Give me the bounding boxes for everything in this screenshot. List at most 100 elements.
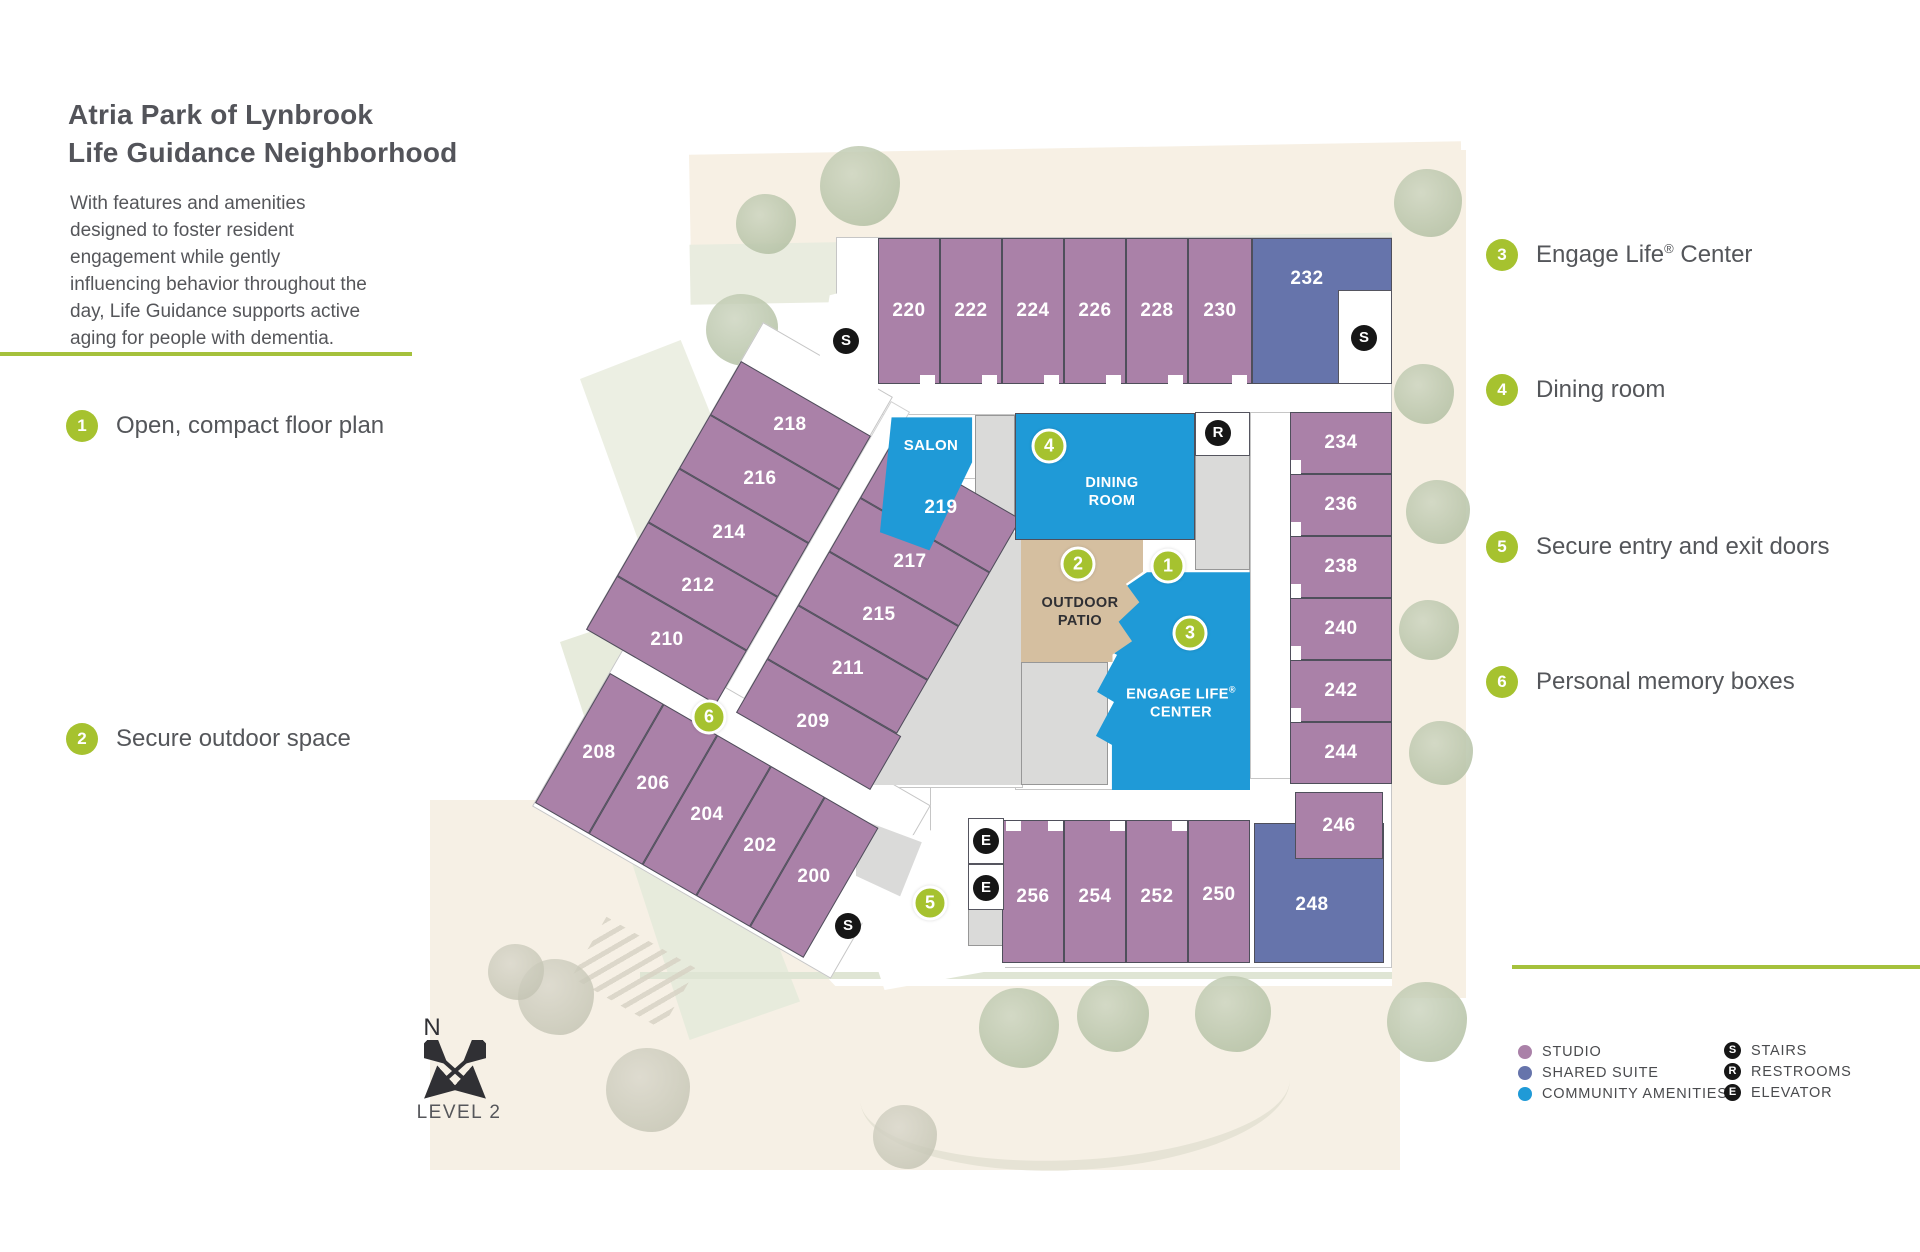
feature-item-1: 1 Open, compact floor plan <box>66 410 384 442</box>
room-shape <box>1064 820 1126 963</box>
door-notch <box>1232 375 1247 385</box>
tree <box>488 944 544 1000</box>
room-label: 244 <box>1324 742 1358 763</box>
tree <box>606 1048 690 1132</box>
room-label: 208 <box>582 742 616 763</box>
feature-item-2: 2 Secure outdoor space <box>66 723 351 755</box>
plan-marker-5: 5 <box>912 885 948 921</box>
room-label: 256 <box>1016 886 1050 907</box>
stairs-icon: S <box>1351 325 1377 351</box>
room-label: 219 <box>924 497 958 518</box>
legend-label: SHARED SUITE <box>1542 1064 1659 1081</box>
legend-label: STUDIO <box>1542 1043 1602 1060</box>
room-label: 238 <box>1324 556 1358 577</box>
door-notch <box>982 375 997 385</box>
room-label: 250 <box>1202 884 1236 905</box>
outdoor-patio-label: OUTDOOR PATIO <box>1042 594 1119 630</box>
door-notch <box>920 375 935 385</box>
door-notch <box>1044 375 1059 385</box>
legend-row-elevator: E ELEVATOR <box>1724 1084 1852 1101</box>
room-shape <box>1290 598 1392 660</box>
room-shape <box>1290 412 1392 474</box>
shared-suite-color-dot <box>1518 1065 1532 1080</box>
elevator-icon: E <box>973 875 999 901</box>
room-label: 248 <box>1295 894 1329 915</box>
title-line1: Atria Park of Lynbrook <box>68 99 374 130</box>
feature-item-6: 6 Personal memory boxes <box>1486 666 1795 698</box>
door-notch <box>1006 821 1021 831</box>
plan-marker-2: 2 <box>1060 546 1096 582</box>
room-shape <box>940 238 1002 384</box>
room-label: 234 <box>1324 432 1358 453</box>
room-shape <box>1295 792 1383 859</box>
plan-marker-3: 3 <box>1172 615 1208 651</box>
room-label: 210 <box>650 629 684 650</box>
garden-path <box>640 972 1392 979</box>
intro-paragraph: With features and amenities designed to … <box>70 193 367 349</box>
room-label: 206 <box>636 773 670 794</box>
door-notch <box>1291 584 1301 598</box>
room-label: 209 <box>796 711 830 732</box>
room-label: 211 <box>831 658 865 679</box>
feature-label-1: Open, compact floor plan <box>116 412 385 439</box>
tree <box>1387 982 1467 1062</box>
tree <box>1394 169 1462 237</box>
feature-marker-6: 6 <box>1486 666 1518 698</box>
door-notch <box>1291 708 1301 722</box>
plan-marker-6: 6 <box>691 699 727 735</box>
utility-shape <box>968 908 1004 946</box>
room-label: 240 <box>1324 618 1358 639</box>
door-notch <box>1291 460 1301 474</box>
room-label: 254 <box>1078 886 1112 907</box>
compass-icon <box>424 1040 486 1099</box>
elevator-icon: E <box>973 828 999 854</box>
feature-item-4: 4 Dining room <box>1486 374 1665 406</box>
room-label: 252 <box>1140 886 1174 907</box>
feature-label-3: Engage Life® Center <box>1536 241 1753 268</box>
patio-line1: OUTDOOR <box>1041 595 1119 611</box>
stairs-icon: S <box>835 913 861 939</box>
room-label: 242 <box>1324 680 1358 701</box>
restrooms-icon: R <box>1724 1063 1741 1080</box>
restrooms-icon: R <box>1205 420 1231 446</box>
room-shape <box>1290 536 1392 598</box>
divider-left <box>0 352 412 356</box>
room-shape <box>878 238 940 384</box>
door-notch <box>1106 375 1121 385</box>
legend-row-studio: STUDIO <box>1518 1043 1728 1060</box>
room-shape <box>1290 474 1392 536</box>
room-label: 222 <box>954 300 988 321</box>
elevator-icon: E <box>1724 1084 1741 1101</box>
room-label: 200 <box>797 866 831 887</box>
legend-label: STAIRS <box>1751 1042 1808 1059</box>
legend-symbols: S STAIRS R RESTROOMS E ELEVATOR <box>1724 1042 1852 1101</box>
room-label: 217 <box>893 551 927 572</box>
engage-life-center-label: ENGAGE LIFE® CENTER <box>1126 681 1236 722</box>
tree <box>1399 600 1459 660</box>
tree <box>1394 364 1454 424</box>
feature-label-5: Secure entry and exit doors <box>1536 533 1830 560</box>
room-label: 218 <box>773 414 807 435</box>
dining-line2: ROOM <box>1088 493 1136 509</box>
patio-line2: PATIO <box>1057 613 1103 629</box>
door-notch <box>1048 821 1063 831</box>
feature-marker-3: 3 <box>1486 239 1518 271</box>
room-shape <box>1188 238 1252 384</box>
compass-north-label: N <box>423 1014 441 1041</box>
door-notch <box>1168 375 1183 385</box>
feature-marker-4: 4 <box>1486 374 1518 406</box>
room-shape <box>1126 820 1188 963</box>
room-label: 246 <box>1322 815 1356 836</box>
elc-line2: CENTER <box>1149 704 1213 721</box>
feature-item-3: 3 Engage Life® Center <box>1486 239 1752 271</box>
room-label: 232 <box>1290 268 1324 289</box>
room-label: 228 <box>1140 300 1174 321</box>
studio-color-dot <box>1518 1044 1532 1059</box>
page-title: Atria Park of Lynbrook Life Guidance Nei… <box>68 96 457 172</box>
dining-room-label: DINING ROOM <box>1085 474 1138 510</box>
stairs-icon: S <box>1724 1042 1741 1059</box>
tree <box>873 1105 937 1169</box>
title-line2: Life Guidance Neighborhood <box>68 137 458 168</box>
legend-label: ELEVATOR <box>1751 1084 1833 1101</box>
